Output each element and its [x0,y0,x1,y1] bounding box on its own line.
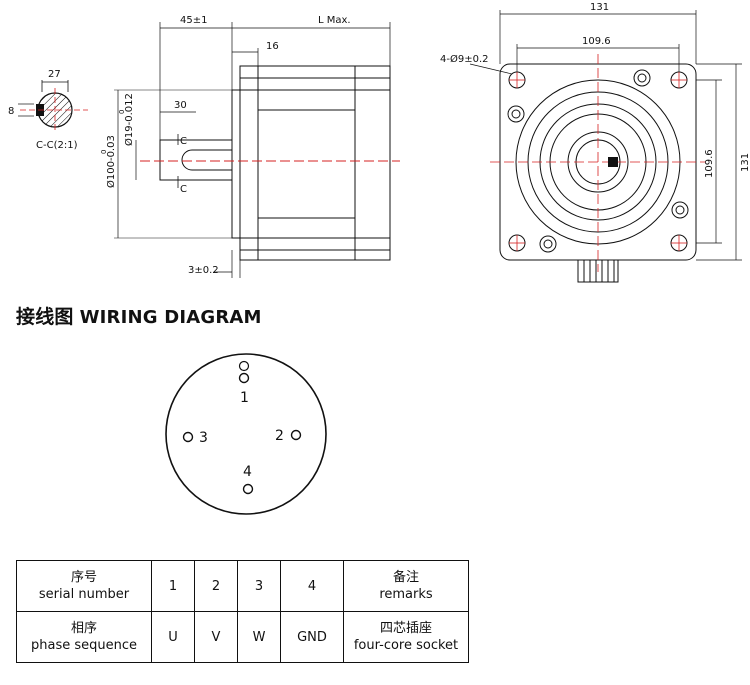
motor-drawing: 27 8 C-C(2:1) [8,2,750,283]
pin-4-label: 4 [243,464,252,480]
remarks-value-cn: 四芯插座 [379,621,432,636]
dim-lmax-label: L Max. [318,15,351,26]
serial-header-cn: 序号 [70,570,97,585]
serial-cell: 1 [151,560,195,612]
key-width-label: 8 [8,106,14,117]
serial-header-en: serial number [38,587,130,602]
pin-1-hole [238,372,250,384]
table-row-phase: 相序 phase sequence U V W GND 四芯插座 four-co… [16,611,469,663]
phase-header-cell: 相序 phase sequence [16,611,152,663]
side-view [114,22,400,278]
dim-1096-top: 109.6 [582,36,611,47]
serial-cell: 3 [237,560,281,612]
phase-cell: U [151,611,195,663]
connector-outline [165,353,327,515]
pin-3-label: 3 [199,430,208,446]
serial-cell: 2 [194,560,238,612]
connector-key [238,360,250,372]
dim-16-label: 16 [266,41,279,52]
dim-30-label: 30 [174,100,187,111]
dim-131-top: 131 [590,2,609,13]
section-width-label: 27 [48,69,61,80]
section-view: 27 8 C-C(2:1) [8,69,88,151]
connector-diagram: 1 2 3 4 [165,353,327,515]
serial-cell: 4 [280,560,344,612]
section-caption: C-C(2:1) [36,140,78,151]
dim-45-label: 45±1 [180,15,207,26]
dim-flange-sub: 0 [100,150,108,154]
remarks-header-cn: 备注 [392,570,419,585]
remarks-value-en: four-core socket [353,638,459,653]
front-shaft-key [608,157,618,167]
front-centre-lines [490,54,706,272]
table-row-serial: 序号 serial number 1 2 3 4 备注 remarks [16,560,469,612]
wiring-heading-en: WIRING DIAGRAM [79,307,262,328]
dim-bore-sub: 0 [118,110,126,114]
phase-cell: GND [280,611,344,663]
dim-flange-label: Ø100-0.03 [105,135,117,188]
phase-cell: V [194,611,238,663]
phase-header-en: phase sequence [30,638,137,653]
remarks-header-cell: 备注 remarks [343,560,469,612]
pin-2-hole [290,429,302,441]
pin-2-label: 2 [275,428,284,444]
pin-4-hole [242,483,254,495]
phase-header-cn: 相序 [70,621,97,636]
cut-label-top: C [180,136,187,147]
dim-1096-side: 109.6 [704,149,715,178]
dim-131-side: 131 [740,153,750,172]
dim-shaft-label: Ø19-0.012 [123,93,135,146]
serial-header-cell: 序号 serial number [16,560,152,612]
remarks-header-en: remarks [379,587,433,602]
dim-holes-label: 4-Ø9±0.2 [440,53,489,65]
wiring-table: 序号 serial number 1 2 3 4 备注 remarks 相序 p… [16,560,469,663]
remarks-value-cell: 四芯插座 four-core socket [343,611,469,663]
dim-3-label: 3±0.2 [188,265,219,276]
phase-cell: W [237,611,281,663]
pin-3-hole [182,431,194,443]
pin-1-label: 1 [240,390,249,406]
cut-label-bottom: C [180,184,187,195]
wiring-heading-cn: 接线图 [16,306,74,328]
